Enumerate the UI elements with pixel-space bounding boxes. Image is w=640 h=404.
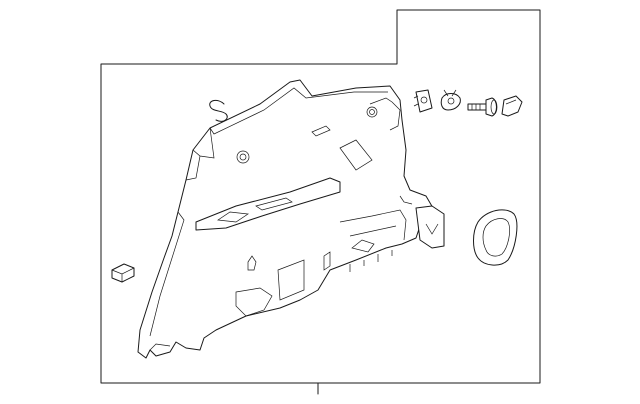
- trim-cap: [501, 95, 523, 117]
- quarter-trim-panel: [137, 79, 445, 359]
- bumper-pad: [111, 263, 135, 283]
- retainer-clip: [209, 99, 228, 122]
- clip-nut: [440, 89, 461, 111]
- push-pin-clip: [413, 89, 433, 113]
- assembly-frame: [100, 9, 541, 395]
- screw: [467, 97, 498, 117]
- bezel-ring: [473, 209, 518, 266]
